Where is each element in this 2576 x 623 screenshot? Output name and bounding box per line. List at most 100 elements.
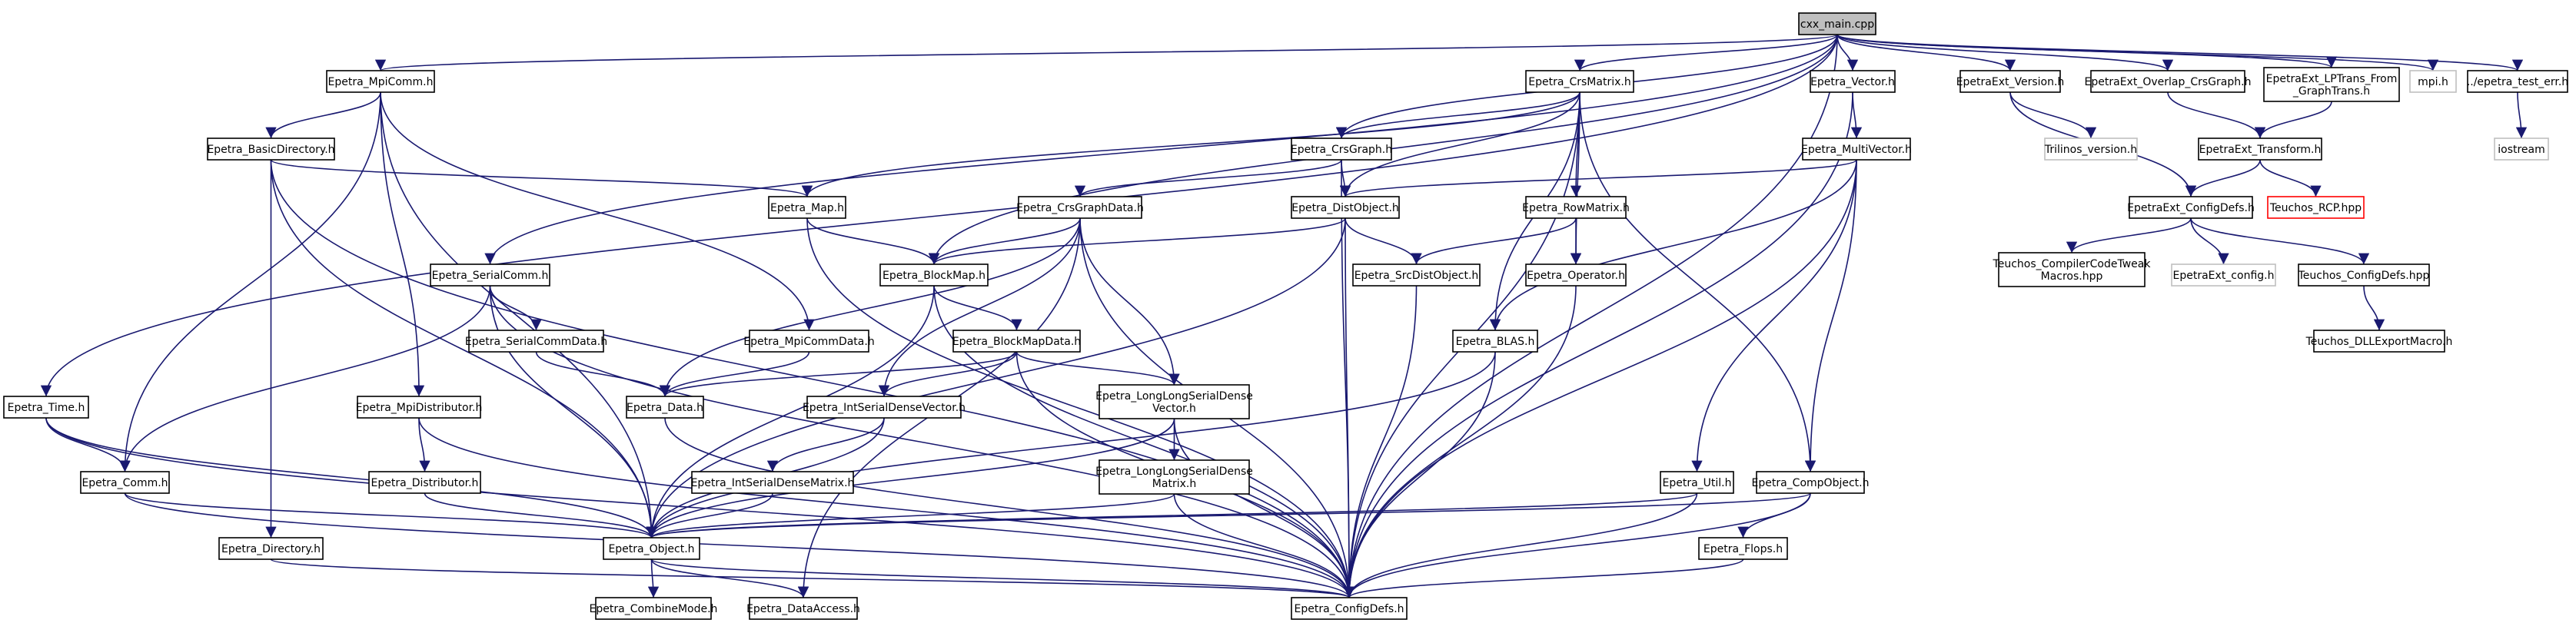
edge-distobject-to-blockmap bbox=[929, 217, 1346, 265]
node-box bbox=[806, 396, 962, 419]
node-label: Epetra_CrsMatrix.h bbox=[1528, 76, 1630, 88]
node-dataaccess[interactable]: Epetra_DataAccess.h bbox=[746, 597, 860, 620]
edge-arrow bbox=[2190, 217, 2229, 265]
node-label: Epetra_Object.h bbox=[608, 543, 694, 555]
node-serialcomm[interactable]: Epetra_SerialComm.h bbox=[430, 263, 550, 287]
node-box bbox=[2298, 263, 2430, 287]
edge-llsdvector-to-object bbox=[646, 418, 1175, 538]
edge-arrow bbox=[380, 91, 657, 538]
node-map[interactable]: Epetra_Map.h bbox=[768, 196, 846, 219]
node-box bbox=[2263, 67, 2400, 102]
node-distributor[interactable]: Epetra_Distributor.h bbox=[368, 471, 481, 494]
node-time[interactable]: Epetra_Time.h bbox=[3, 396, 89, 419]
edge-crsmatrix-to-distobject bbox=[1339, 91, 1581, 197]
edge-exttransform-to-rcp bbox=[2259, 159, 2322, 197]
edge-blockmapdata-to-intserialvec bbox=[878, 351, 1018, 397]
edge-intserialvec-to-intserialmat bbox=[766, 417, 885, 472]
edge-arrow bbox=[646, 285, 935, 538]
node-flops[interactable]: Epetra_Flops.h bbox=[1698, 537, 1788, 560]
node-box bbox=[2090, 70, 2245, 93]
edge-arrow bbox=[418, 417, 1355, 598]
node-data[interactable]: Epetra_Data.h bbox=[626, 396, 704, 419]
node-srcdist[interactable]: Epetra_SrcDistObject.h bbox=[1352, 263, 1481, 287]
node-multivector[interactable]: Epetra_MultiVector.h bbox=[1801, 138, 1912, 161]
node-intserialmat[interactable]: Epetra_IntSerialDenseMatrix.h bbox=[691, 471, 855, 494]
node-serialcommdata[interactable]: Epetra_SerialCommData.h bbox=[465, 330, 607, 353]
node-cxx_main[interactable]: cxx_main.cpp bbox=[1798, 12, 1876, 35]
node-blockmap[interactable]: Epetra_BlockMap.h bbox=[879, 263, 989, 287]
node-teuchosconfig[interactable]: Teuchos_ConfigDefs.hpp bbox=[2298, 263, 2430, 287]
edge-crsgraphdata-to-intserialvec bbox=[878, 217, 1081, 397]
edge-arrow bbox=[660, 351, 1018, 397]
node-trilinosver[interactable]: Trilinos_version.h bbox=[2044, 138, 2138, 161]
edge-arrow bbox=[124, 492, 657, 538]
node-box bbox=[357, 396, 481, 419]
node-extconfigh[interactable]: EpetraExt_config.h bbox=[2171, 263, 2276, 287]
edge-testerr-to-iostream bbox=[2515, 91, 2528, 139]
node-label: EpetraExt_Transform.h bbox=[2199, 144, 2322, 156]
edge-arrow bbox=[1343, 217, 1355, 598]
node-mpicommdata[interactable]: Epetra_MpiCommData.h bbox=[743, 330, 875, 353]
node-rowmatrix[interactable]: Epetra_RowMatrix.h bbox=[1522, 196, 1630, 219]
node-box bbox=[1291, 597, 1408, 620]
node-box bbox=[430, 263, 550, 287]
edge-arrow bbox=[646, 418, 1175, 538]
node-mpidistributor[interactable]: Epetra_MpiDistributor.h bbox=[356, 396, 483, 419]
node-label: Epetra_Distributor.h bbox=[371, 477, 479, 489]
node-exttransform[interactable]: EpetraExt_Transform.h bbox=[2198, 138, 2322, 161]
edge-arrow bbox=[1850, 91, 1863, 139]
node-box bbox=[1998, 252, 2146, 287]
edge-blockmap-to-blockmapdata bbox=[933, 285, 1022, 331]
node-crsgraph[interactable]: Epetra_CrsGraph.h bbox=[1291, 138, 1392, 161]
edge-basicdir-to-map bbox=[270, 159, 813, 197]
node-blockmapdata[interactable]: Epetra_BlockMapData.h bbox=[952, 330, 1081, 353]
edge-arrow bbox=[1079, 217, 1180, 386]
node-operator[interactable]: Epetra_Operator.h bbox=[1525, 263, 1627, 287]
node-blas[interactable]: Epetra_BLAS.h bbox=[1452, 330, 1538, 353]
node-label: Macros.hpp bbox=[2041, 270, 2103, 283]
node-overlap[interactable]: EpetraExt_Overlap_CrsGraph.h bbox=[2085, 70, 2252, 93]
node-iostream[interactable]: iostream bbox=[2494, 138, 2549, 161]
edge-map-to-blockmap bbox=[806, 217, 940, 265]
node-label: Trilinos_version.h bbox=[2044, 144, 2137, 156]
edge-distobject-to-configdefs bbox=[1343, 217, 1355, 598]
edge-cxx_main-to-testerr bbox=[1836, 34, 2523, 71]
node-mpih[interactable]: mpi.h bbox=[2409, 70, 2457, 93]
node-util[interactable]: Epetra_Util.h bbox=[1660, 471, 1734, 494]
edge-distributor-to-object bbox=[424, 492, 657, 538]
node-vector[interactable]: Epetra_Vector.h bbox=[1810, 70, 1896, 93]
edge-arrow bbox=[1343, 159, 1857, 598]
node-label: Epetra_BlockMap.h bbox=[882, 270, 986, 282]
node-extconfig[interactable]: EpetraExt_ConfigDefs.h bbox=[2127, 196, 2255, 219]
node-compobject[interactable]: Epetra_CompObject.h bbox=[1752, 471, 1870, 494]
node-lptrans[interactable]: EpetraExt_LPTrans_From_GraphTrans.h bbox=[2263, 67, 2400, 102]
edge-arrow bbox=[1836, 34, 2016, 71]
node-testerr[interactable]: ../epetra_test_err.h bbox=[2467, 70, 2568, 93]
node-comm[interactable]: Epetra_Comm.h bbox=[80, 471, 170, 494]
node-extversion[interactable]: EpetraExt_Version.h bbox=[1956, 70, 2065, 93]
edge-crsmatrix-to-map bbox=[802, 91, 1581, 197]
node-object[interactable]: Epetra_Object.h bbox=[603, 537, 700, 560]
node-intserialvec[interactable]: Epetra_IntSerialDenseVector.h bbox=[803, 396, 966, 419]
edge-crsgraph-to-crsgraphdata bbox=[1075, 159, 1342, 197]
edge-basicdir-to-object bbox=[270, 159, 657, 538]
edge-arrow bbox=[1343, 91, 1853, 598]
node-crsgraphdata[interactable]: Epetra_CrsGraphData.h bbox=[1016, 196, 1144, 219]
node-dllexport[interactable]: Teuchos_DLLExportMacro.h bbox=[2305, 330, 2453, 353]
node-combinemode[interactable]: Epetra_CombineMode.h bbox=[590, 597, 718, 620]
node-label: Vector.h bbox=[1152, 403, 1196, 415]
edge-multivector-to-util bbox=[1691, 159, 1857, 472]
node-label: Epetra_MpiDistributor.h bbox=[356, 402, 483, 414]
edge-llsdmatrix-to-configdefs bbox=[1173, 493, 1355, 598]
node-distobject[interactable]: Epetra_DistObject.h bbox=[1291, 196, 1400, 219]
node-crsmatrix[interactable]: Epetra_CrsMatrix.h bbox=[1525, 70, 1634, 93]
node-mpicomm[interactable]: Epetra_MpiComm.h bbox=[326, 70, 435, 93]
node-rcp[interactable]: Teuchos_RCP.hpp bbox=[2267, 196, 2365, 219]
node-directory[interactable]: Epetra_Directory.h bbox=[218, 537, 324, 560]
node-configdefs[interactable]: Epetra_ConfigDefs.h bbox=[1291, 597, 1408, 620]
node-basicdir[interactable]: Epetra_BasicDirectory.h bbox=[207, 138, 335, 161]
